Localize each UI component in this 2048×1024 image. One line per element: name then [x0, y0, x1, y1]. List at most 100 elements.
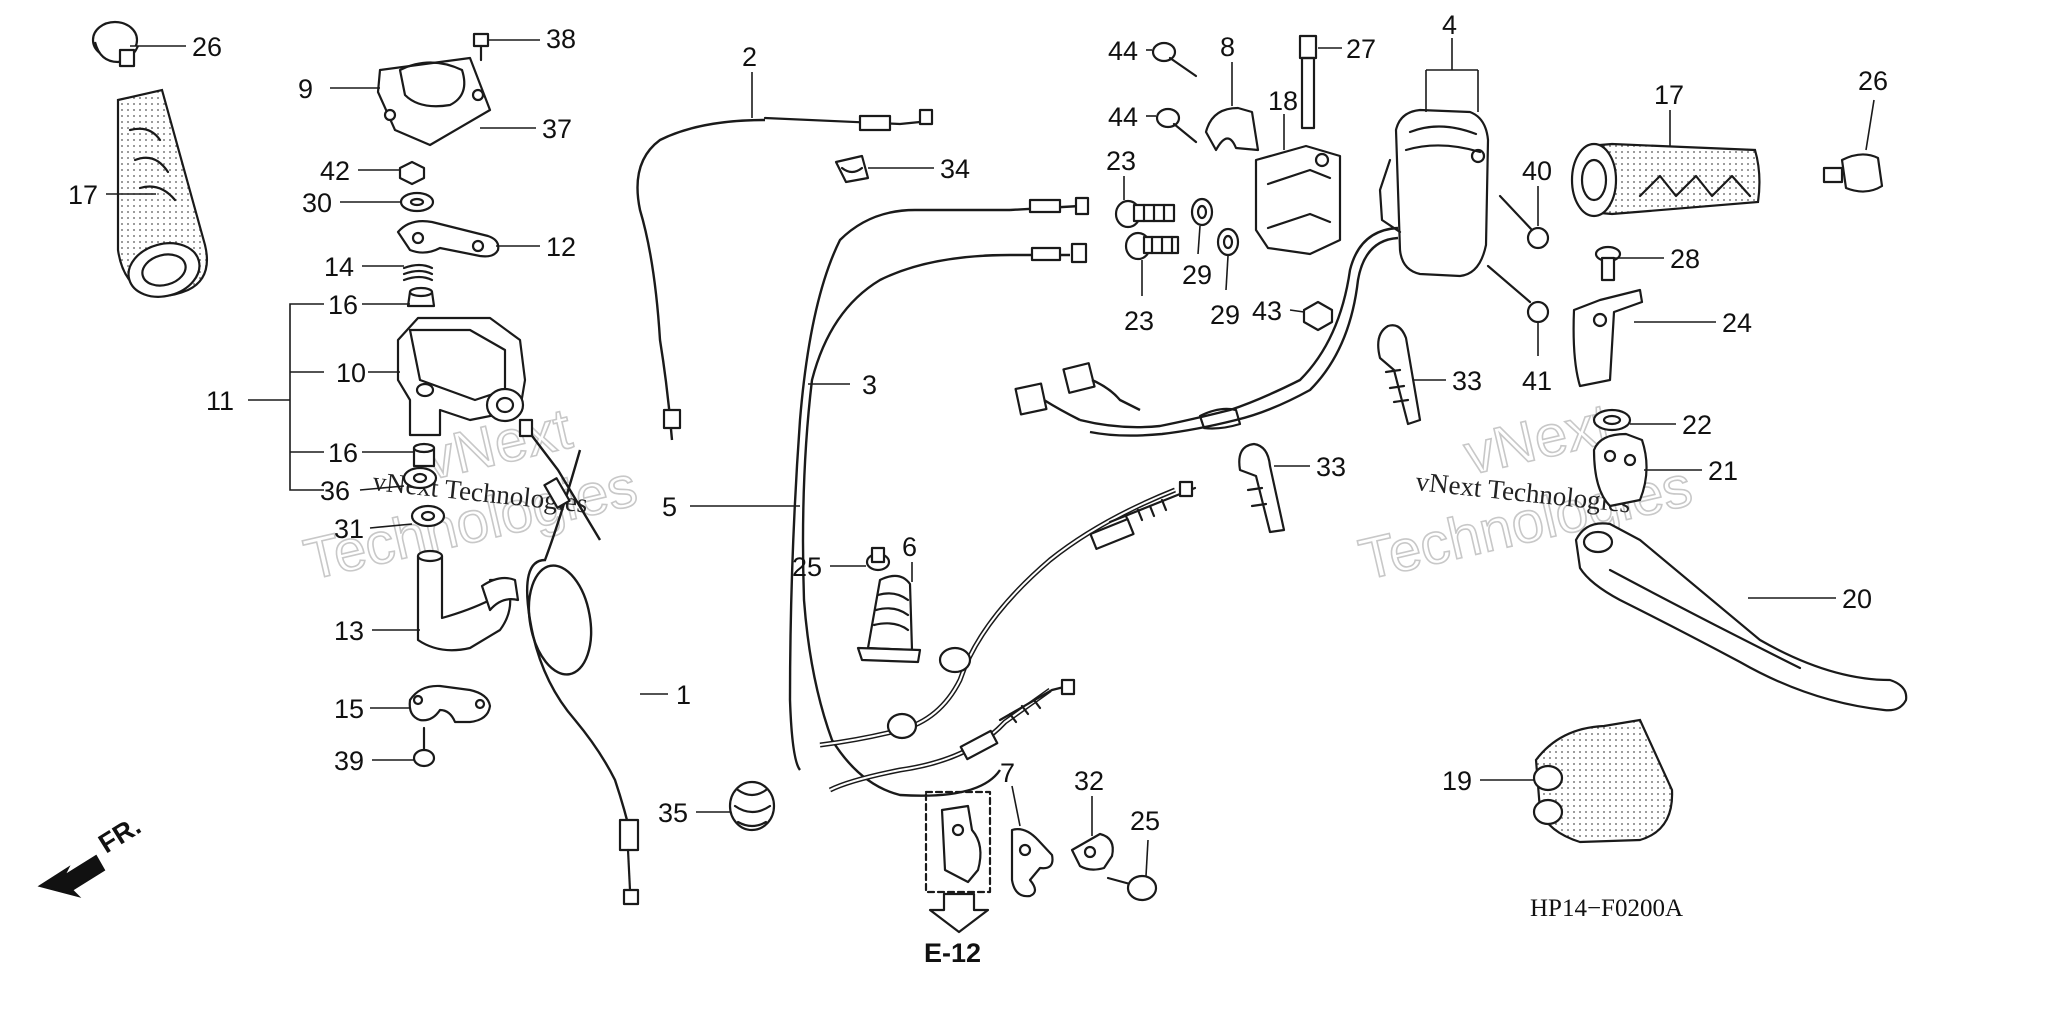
callout-18: 18 — [1268, 86, 1298, 116]
part-cable-3 — [788, 196, 1090, 771]
callout-3: 3 — [862, 370, 877, 400]
callout-16-lower: 16 — [328, 438, 358, 468]
callout-31: 31 — [334, 514, 364, 544]
callout-32: 32 — [1074, 766, 1104, 796]
part-end-cap-left — [91, 20, 140, 68]
part-bolt-27 — [1298, 34, 1318, 130]
part-clamp-7 — [1010, 828, 1054, 898]
part-bracket-24 — [1572, 288, 1644, 388]
callout-19: 19 — [1442, 766, 1472, 796]
part-washer-22 — [1592, 408, 1632, 432]
callout-23-upper: 23 — [1106, 146, 1136, 176]
callout-37: 37 — [542, 114, 572, 144]
direction-arrow-fr: FR. — [37, 811, 146, 898]
part-seal-31 — [410, 504, 446, 528]
part-throttle-lever-13 — [416, 549, 520, 652]
callout-20: 20 — [1842, 584, 1872, 614]
part-bolt-28 — [1594, 245, 1622, 282]
callout-9: 9 — [298, 74, 313, 104]
callout-29-left: 29 — [1182, 260, 1212, 290]
callout-44-upper: 44 — [1108, 36, 1138, 66]
part-lever-cover-19 — [1532, 718, 1674, 844]
part-holder-18 — [1254, 144, 1342, 256]
part-spring-14 — [402, 263, 434, 282]
part-bolt-41 — [1486, 264, 1550, 324]
part-nut-43 — [1302, 300, 1334, 332]
callout-38: 38 — [546, 24, 576, 54]
callout-26-left: 26 — [192, 32, 222, 62]
callout-1: 1 — [676, 680, 691, 710]
part-end-cap-right — [1822, 153, 1884, 193]
reference-label-e12: E-12 — [924, 938, 981, 968]
part-bracket-e12 — [924, 790, 992, 934]
part-guide-34 — [834, 154, 870, 184]
callout-22: 22 — [1682, 410, 1712, 440]
part-cable-1 — [518, 418, 640, 906]
callout-11: 11 — [206, 386, 234, 416]
part-holder-21 — [1592, 432, 1648, 508]
drawing-code: HP14−F0200A — [1530, 895, 1683, 922]
callout-30: 30 — [302, 188, 332, 218]
part-lever-12 — [396, 220, 500, 258]
callout-40: 40 — [1522, 156, 1552, 186]
part-screw-39 — [412, 726, 436, 768]
part-band-33-upper — [1377, 324, 1422, 426]
callout-10: 10 — [336, 358, 366, 388]
callout-35: 35 — [658, 798, 688, 828]
callout-5: 5 — [662, 492, 677, 522]
callout-43: 43 — [1252, 296, 1282, 326]
callout-33-upper: 33 — [1452, 366, 1482, 396]
callout-23-lower: 23 — [1124, 306, 1154, 336]
callout-4: 4 — [1442, 10, 1457, 40]
callout-25-upper: 25 — [792, 552, 822, 582]
part-boot-35 — [728, 780, 776, 832]
callout-15: 15 — [334, 694, 364, 724]
callout-8: 8 — [1220, 32, 1235, 62]
callout-16-upper: 16 — [328, 290, 358, 320]
part-holder-8 — [1204, 106, 1260, 152]
callout-7: 7 — [1000, 758, 1015, 788]
callout-36: 36 — [320, 476, 350, 506]
part-bolt-23-lower — [1124, 231, 1180, 261]
part-bolt-44-upper — [1151, 41, 1198, 78]
callout-12: 12 — [546, 232, 576, 262]
part-clamp-15 — [408, 684, 492, 724]
part-cable-lower — [828, 678, 1076, 793]
part-bolt-25-lower — [1106, 874, 1158, 902]
callout-28: 28 — [1670, 244, 1700, 274]
part-cable-long — [819, 480, 1197, 748]
callout-27: 27 — [1346, 34, 1376, 64]
part-washer-30 — [399, 191, 435, 213]
callout-13: 13 — [334, 616, 364, 646]
callout-17-right: 17 — [1654, 80, 1684, 110]
callout-26-right: 26 — [1858, 66, 1888, 96]
part-band-33-lower — [1238, 442, 1286, 534]
part-nut-42 — [398, 160, 426, 186]
part-washer-36 — [402, 466, 438, 490]
callout-25-lower: 25 — [1130, 806, 1160, 836]
callout-17-left: 17 — [68, 180, 98, 210]
part-throttle-housing-10 — [396, 316, 527, 437]
part-cable-5 — [801, 242, 1088, 797]
part-wire-harness — [1014, 226, 1399, 437]
part-bushing-16-lower — [412, 442, 436, 468]
part-bushing-16-upper — [406, 286, 436, 308]
callout-34: 34 — [940, 154, 970, 184]
callout-29-right: 29 — [1210, 300, 1240, 330]
part-bolt-44-lower — [1155, 107, 1198, 144]
part-stay-6 — [856, 574, 922, 664]
callout-33-lower: 33 — [1316, 452, 1346, 482]
direction-label: FR. — [93, 811, 146, 859]
part-housing-cover — [376, 56, 492, 147]
part-lever-20 — [1574, 522, 1908, 712]
part-grip-left — [116, 88, 209, 298]
callout-24: 24 — [1722, 308, 1752, 338]
callout-44-lower: 44 — [1108, 102, 1138, 132]
callout-6: 6 — [902, 532, 917, 562]
part-washer-29-lower — [1216, 227, 1240, 257]
part-clamp-32 — [1070, 832, 1114, 871]
callout-layer: 26 38 9 37 17 42 30 12 14 16 10 — [68, 10, 1888, 877]
part-bolt-23-upper — [1114, 199, 1176, 229]
callout-42: 42 — [320, 156, 350, 186]
